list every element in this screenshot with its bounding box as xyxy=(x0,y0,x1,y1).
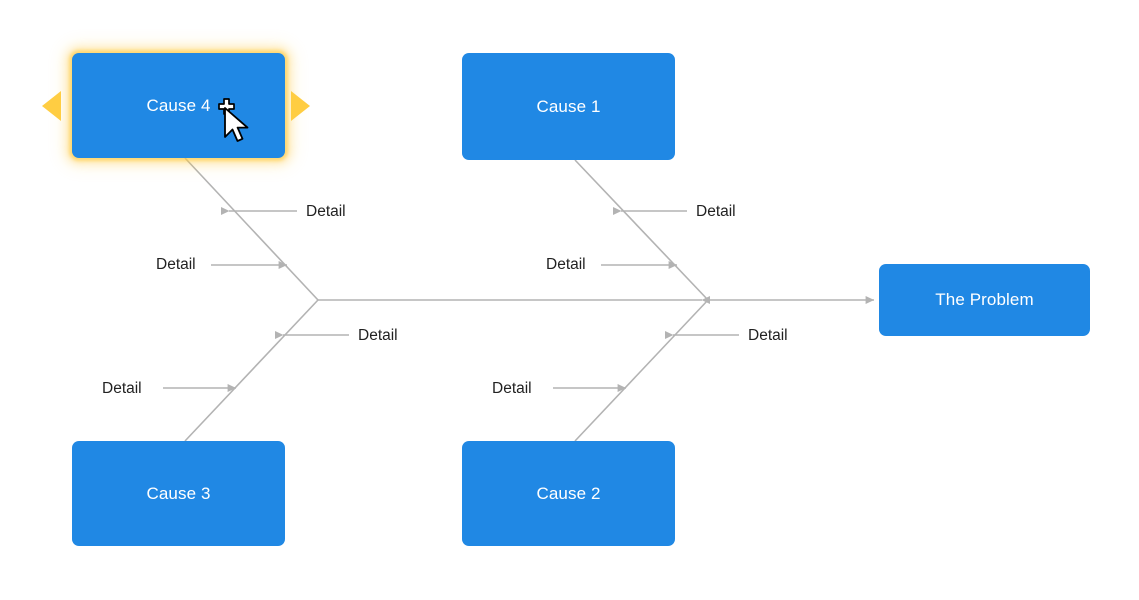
rib-cause-2 xyxy=(574,299,709,442)
rib-cause-4 xyxy=(184,157,319,301)
node-the-problem[interactable]: The Problem xyxy=(879,264,1090,336)
detail-label-c2-upper[interactable]: Detail xyxy=(748,327,788,344)
node-label-cause-2: Cause 2 xyxy=(536,483,601,503)
node-label-the-problem: The Problem xyxy=(935,290,1034,309)
node-label-cause-4: Cause 4 xyxy=(146,95,211,115)
resize-handle-right-arrow[interactable] xyxy=(291,91,310,121)
detail-label-c1-upper[interactable]: Detail xyxy=(696,203,736,220)
detail-label-c3-lower[interactable]: Detail xyxy=(102,380,142,397)
detail-label-c4-lower[interactable]: Detail xyxy=(156,256,196,273)
resize-handle-left-arrow[interactable] xyxy=(42,91,61,121)
node-label-cause-3: Cause 3 xyxy=(146,483,211,503)
node-label-cause-1: Cause 1 xyxy=(536,96,601,116)
node-cause-3[interactable]: Cause 3 xyxy=(72,441,285,546)
rib-cause-3 xyxy=(184,299,319,442)
node-cause-4[interactable]: Cause 4 xyxy=(72,53,285,158)
rib-cause-1 xyxy=(574,159,709,301)
node-cause-2[interactable]: Cause 2 xyxy=(462,441,675,546)
detail-label-c2-lower[interactable]: Detail xyxy=(492,380,532,397)
detail-label-c1-lower[interactable]: Detail xyxy=(546,256,586,273)
detail-label-c4-upper[interactable]: Detail xyxy=(306,203,346,220)
detail-label-c3-upper[interactable]: Detail xyxy=(358,327,398,344)
node-cause-1[interactable]: Cause 1 xyxy=(462,53,675,160)
